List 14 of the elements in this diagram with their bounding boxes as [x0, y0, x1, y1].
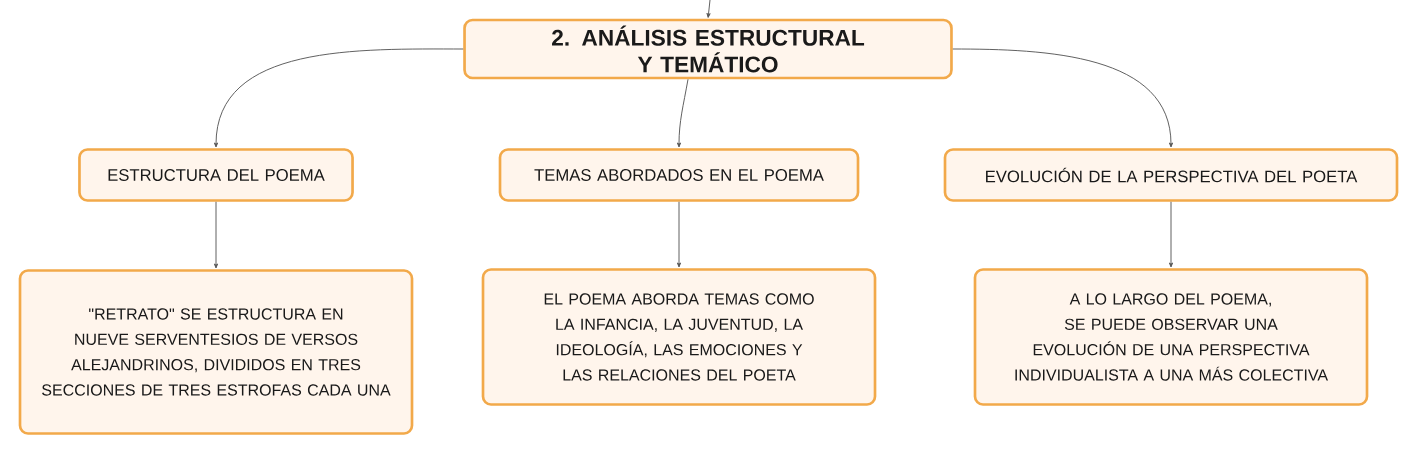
arrow: [213, 201, 219, 269]
topic-box: ESTRUCTURA DEL POEMA: [78, 148, 354, 202]
description-box: "RETRATO" SE ESTRUCTURA EN NUEVE SERVENTESIOS DE VERSOS ALEJANDRINOS, DIVIDIDOS EN TRES SECCIONES DE TRES ESTROFAS CADA UNA: [18, 269, 414, 435]
description-box: EL POEMA ABORDA TEMAS COMO LA INFANCIA, LA JUVENTUD, LA IDEOLOGÍA, LAS EMOCIONES Y LAS RELACIONES DEL POETA: [481, 268, 877, 406]
arrow: [1168, 201, 1174, 268]
arrow: [676, 78, 689, 148]
arrow: [676, 201, 682, 268]
title-box: 2. ANÁLISIS ESTRUCTURAL Y TEMÁTICO: [463, 18, 953, 80]
arrow: [706, 0, 711, 18]
topic-box: TEMAS ABORDADOS EN EL POEMA: [498, 148, 860, 202]
arrow: [952, 48, 1174, 148]
topic-box: EVOLUCIÓN DE LA PERSPECTIVA DEL POETA: [943, 148, 1399, 202]
arrow: [213, 48, 464, 148]
description-box: A LO LARGO DEL POEMA, SE PUEDE OBSERVAR UNA EVOLUCIÓN DE UNA PERSPECTIVA INDIVIDUALISTA A UNA MÁS COLECTIVA: [973, 268, 1369, 406]
